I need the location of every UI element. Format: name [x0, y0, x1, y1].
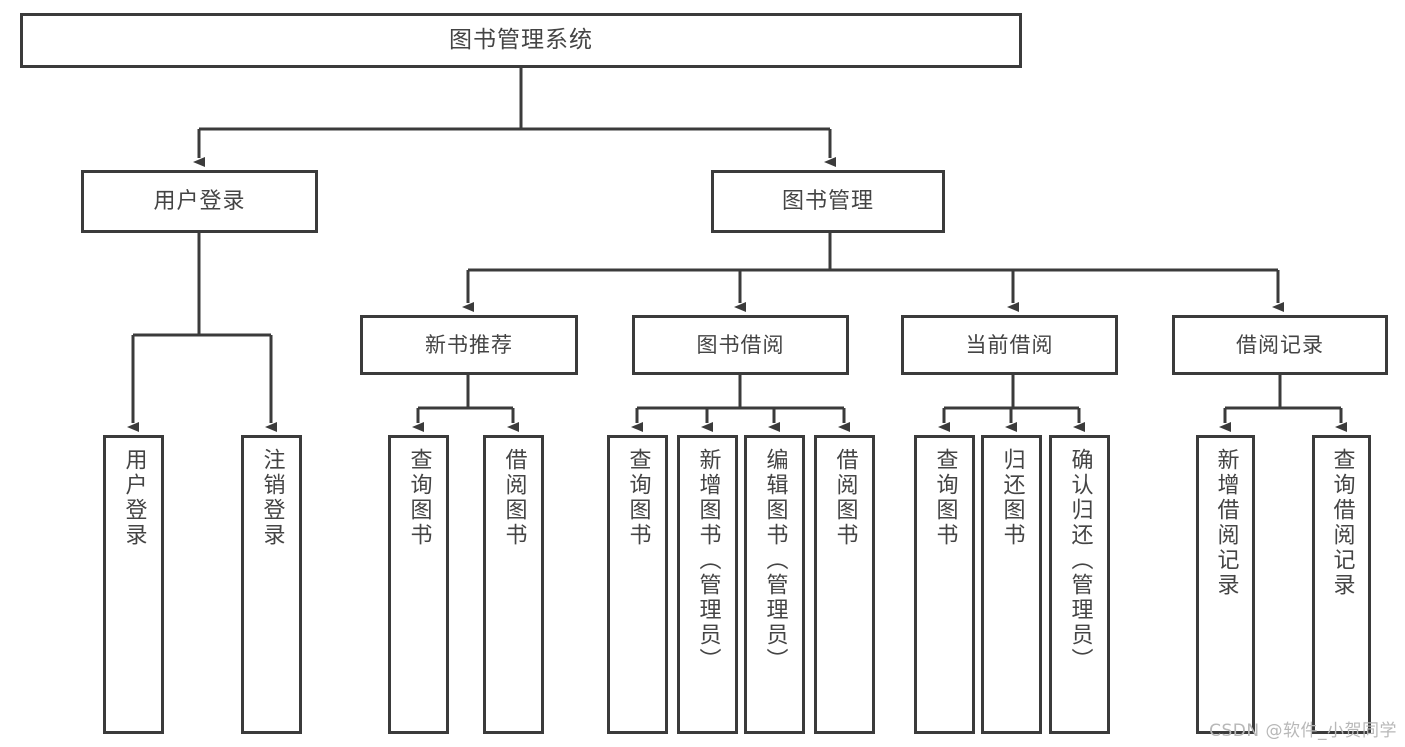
node-leaf-edit-book-label: 编辑图书（管理员） — [762, 448, 788, 673]
node-leaf-add-book[interactable]: 新增图书（管理员） — [677, 435, 738, 734]
node-leaf-borrow-book-2[interactable]: 借阅图书 — [814, 435, 875, 734]
node-leaf-return-book-label: 归还图书 — [999, 448, 1025, 548]
node-root[interactable]: 图书管理系统 — [20, 13, 1022, 68]
node-leaf-add-record[interactable]: 新增借阅记录 — [1196, 435, 1255, 734]
node-leaf-query-book-1[interactable]: 查询图书 — [388, 435, 449, 734]
node-leaf-query-record[interactable]: 查询借阅记录 — [1312, 435, 1371, 734]
node-leaf-query-book-3[interactable]: 查询图书 — [914, 435, 975, 734]
node-leaf-return-book[interactable]: 归还图书 — [981, 435, 1042, 734]
node-borrow-record-label: 借阅记录 — [1236, 332, 1324, 357]
node-book-manage-label: 图书管理 — [781, 188, 874, 214]
node-leaf-confirm-return[interactable]: 确认归还（管理员） — [1049, 435, 1110, 734]
node-leaf-edit-book[interactable]: 编辑图书（管理员） — [744, 435, 805, 734]
node-leaf-user-login[interactable]: 用户登录 — [103, 435, 164, 734]
node-new-book-rec[interactable]: 新书推荐 — [360, 315, 578, 375]
node-new-book-rec-label: 新书推荐 — [425, 332, 513, 357]
node-book-borrow[interactable]: 图书借阅 — [632, 315, 849, 375]
node-book-manage[interactable]: 图书管理 — [711, 170, 945, 233]
node-book-borrow-label: 图书借阅 — [696, 332, 785, 357]
node-leaf-user-logout-label: 注销登录 — [259, 448, 285, 548]
node-leaf-query-book-1-label: 查询图书 — [406, 448, 432, 548]
node-leaf-user-logout[interactable]: 注销登录 — [241, 435, 302, 734]
node-user-login[interactable]: 用户登录 — [81, 170, 318, 233]
node-current-borrow[interactable]: 当前借阅 — [901, 315, 1118, 375]
node-leaf-query-book-3-label: 查询图书 — [932, 448, 958, 548]
node-user-login-label: 用户登录 — [153, 188, 246, 214]
node-leaf-borrow-book-1[interactable]: 借阅图书 — [483, 435, 544, 734]
node-leaf-borrow-book-1-label: 借阅图书 — [501, 448, 527, 548]
node-current-borrow-label: 当前借阅 — [965, 332, 1054, 357]
node-leaf-confirm-return-label: 确认归还（管理员） — [1067, 448, 1093, 673]
node-leaf-borrow-book-2-label: 借阅图书 — [832, 448, 858, 548]
node-leaf-add-record-label: 新增借阅记录 — [1213, 448, 1239, 598]
node-leaf-add-book-label: 新增图书（管理员） — [695, 448, 721, 673]
node-borrow-record[interactable]: 借阅记录 — [1172, 315, 1388, 375]
node-leaf-query-book-2-label: 查询图书 — [625, 448, 651, 548]
watermark: CSDN @软件_小贺同学 — [1209, 721, 1397, 741]
node-leaf-query-record-label: 查询借阅记录 — [1329, 448, 1355, 598]
node-leaf-query-book-2[interactable]: 查询图书 — [607, 435, 668, 734]
node-leaf-user-login-label: 用户登录 — [121, 448, 147, 548]
node-root-label: 图书管理系统 — [449, 26, 593, 53]
